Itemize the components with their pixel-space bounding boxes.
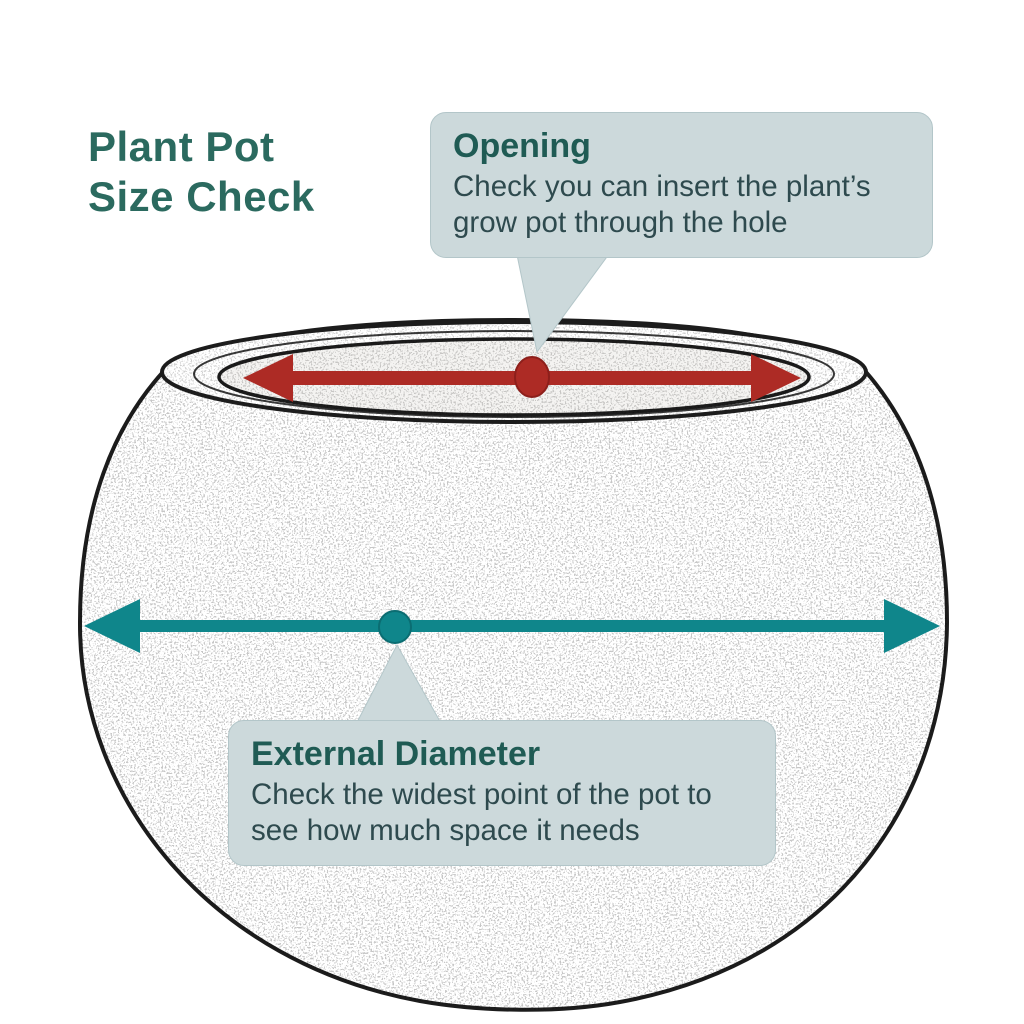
- page-title-line2: Size Check: [88, 172, 315, 220]
- external-center-dot: [378, 610, 412, 644]
- external-arrowhead-left: [84, 599, 140, 653]
- external-arrowhead-right: [884, 599, 940, 653]
- page-title: Plant Pot Size Check: [88, 122, 315, 221]
- opening-callout: Opening Check you can insert the plant’s…: [430, 112, 933, 259]
- external-callout-heading: External Diameter: [251, 735, 541, 773]
- external-diameter-arrow: [84, 599, 940, 653]
- opening-callout-heading: Opening: [453, 127, 591, 165]
- opening-arrow: [243, 354, 801, 402]
- opening-arrowhead-left: [243, 354, 293, 402]
- external-diameter-callout: External Diameter Check the widest point…: [228, 720, 776, 867]
- opening-callout-body: Check you can insert the plant’s grow po…: [453, 170, 871, 240]
- opening-center-dot: [514, 356, 550, 398]
- page-title-line1: Plant Pot: [88, 123, 275, 170]
- external-callout-body: Check the widest point of the pot to see…: [251, 778, 712, 848]
- opening-arrowhead-right: [751, 354, 801, 402]
- pot-sketch: [77, 317, 950, 1012]
